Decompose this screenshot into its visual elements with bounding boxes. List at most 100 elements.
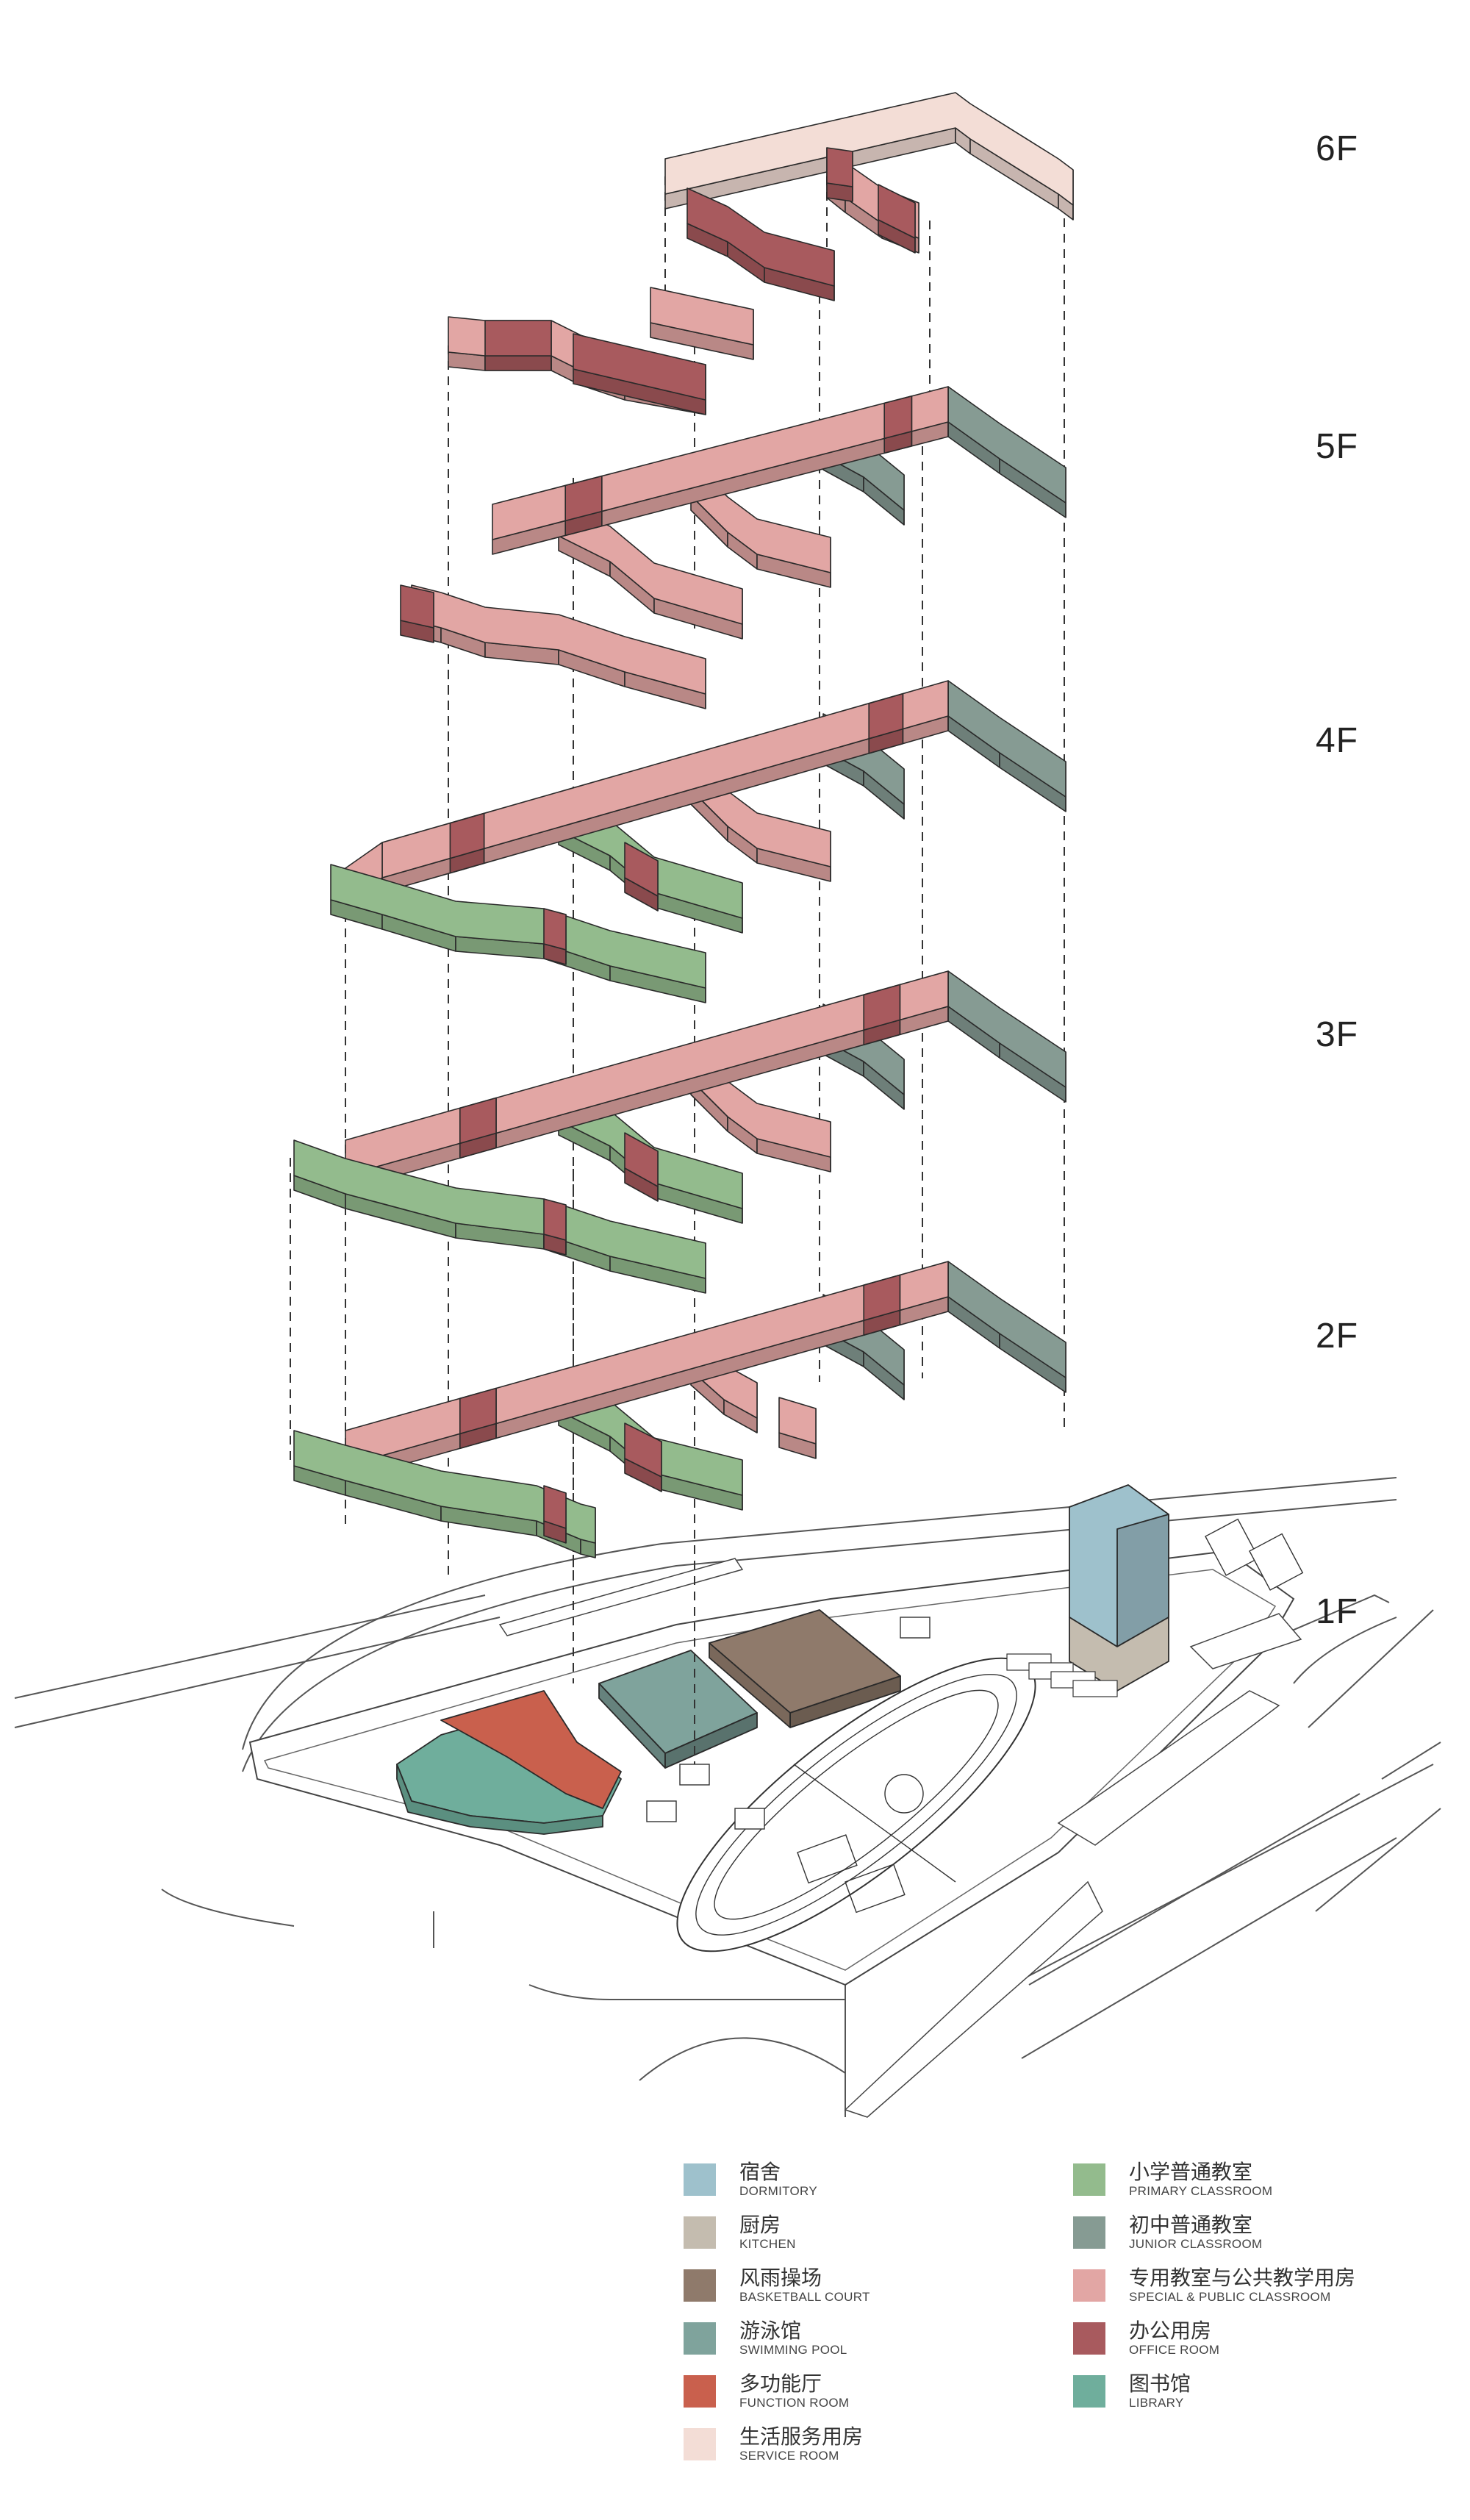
- road-line: [1271, 1594, 1390, 1640]
- primary-wing-lower: [293, 1139, 706, 1294]
- legend-item-dormitory: 宿舍 DORMITORY: [684, 2158, 1036, 2209]
- slab-top-face: [558, 500, 743, 625]
- slab-top-face: [883, 395, 913, 440]
- slab-top-face: [459, 1387, 497, 1435]
- slab-top-face: [690, 1044, 831, 1158]
- legend-label-zh: 多功能厅: [739, 2372, 822, 2396]
- slab-top-face: [484, 320, 552, 357]
- road-line: [1315, 1808, 1441, 1912]
- office-block: [543, 1485, 567, 1544]
- legend-swatch: [684, 2216, 716, 2249]
- road-line: [1293, 1617, 1397, 1684]
- road-line: [161, 1889, 295, 1927]
- slab-top-face: [543, 1198, 567, 1241]
- legend-swatch: [1073, 2375, 1105, 2408]
- legend-item-function-room: 多功能厅 FUNCTION ROOM: [684, 2369, 1036, 2421]
- slab-top-face: [543, 1485, 567, 1529]
- floor-label-1f: 1F: [1316, 1592, 1359, 1631]
- center-circle: [884, 1774, 924, 1814]
- legend-swatch: [684, 2163, 716, 2196]
- floor-4f: [330, 680, 1066, 1003]
- legend-item-special-public-classroom: 专用教室与公共教学用房 SPECIAL & PUBLIC CLASSROOM: [1073, 2263, 1426, 2315]
- road-line: [1308, 1609, 1434, 1728]
- slab-top-face: [868, 692, 904, 740]
- office-block: [573, 333, 706, 415]
- legend-item-office-room: 办公用房 OFFICE ROOM: [1073, 2316, 1426, 2368]
- special-wing-lower: [411, 584, 706, 709]
- junior-wing-right: [947, 1261, 1066, 1393]
- office-segment: [564, 475, 603, 537]
- junior-wing-right: [947, 970, 1066, 1103]
- office-block: [624, 842, 659, 912]
- legend-label-zh: 宿舍: [739, 2160, 781, 2184]
- floor-6f: [448, 92, 1074, 415]
- legend-label-zh: 风雨操场: [739, 2266, 822, 2290]
- legend-swatch: [1073, 2269, 1105, 2302]
- site-roads: [14, 1477, 1441, 2117]
- office-block: [624, 1132, 659, 1202]
- outdoor-court: [1205, 1518, 1260, 1576]
- slab-top-face: [664, 92, 1074, 206]
- slab-top-face: [573, 333, 706, 401]
- landscape-strip: [844, 1880, 1103, 2118]
- road-line: [528, 1984, 845, 2000]
- basketball-court-outline: [797, 1834, 858, 1884]
- function-room-building: [440, 1690, 622, 1809]
- office-block: [543, 1198, 567, 1256]
- office-segment: [449, 812, 485, 874]
- road-line: [639, 2037, 846, 2081]
- slab-top-face: [863, 984, 901, 1031]
- field-line: [793, 1764, 956, 1883]
- legend-item-service-room: 生活服务用房 SERVICE ROOM: [684, 2422, 1036, 2474]
- slab-top-face: [624, 1132, 659, 1187]
- floor-2f: [293, 1261, 1066, 1558]
- legend-swatch: [684, 2375, 716, 2408]
- legend-label-zh: 小学普通教室: [1129, 2160, 1253, 2184]
- legend-swatch: [1073, 2216, 1105, 2249]
- legend-label-en: FUNCTION ROOM: [739, 2396, 850, 2410]
- office-segment: [863, 1274, 901, 1336]
- junior-wing-right: [947, 386, 1066, 518]
- slab-top-face: [449, 812, 485, 859]
- legend-label-zh: 厨房: [739, 2213, 781, 2237]
- legend-item-kitchen: 厨房 KITCHEN: [684, 2211, 1036, 2262]
- small-pavilion: [646, 1800, 677, 1822]
- slab-top-face: [778, 1397, 817, 1445]
- office-block: [878, 184, 916, 254]
- slab-top-face: [411, 584, 706, 695]
- legend-label-en: PRIMARY CLASSROOM: [1129, 2184, 1273, 2198]
- slab-top-face: [690, 754, 831, 867]
- slab-top-face: [293, 1430, 596, 1544]
- main-spine: [492, 386, 949, 555]
- landscape-strip: [1189, 1613, 1302, 1669]
- service-ring: [664, 92, 1074, 221]
- floor-label-4f: 4F: [1316, 721, 1359, 760]
- slab-top-face: [690, 459, 831, 573]
- office-wing: [686, 187, 835, 301]
- road-line: [955, 1764, 1434, 2015]
- special-block: [778, 1397, 817, 1459]
- legend-label-en: OFFICE ROOM: [1129, 2343, 1220, 2357]
- legend-item-library: 图书馆 LIBRARY: [1073, 2369, 1426, 2421]
- junior-wing-right: [947, 680, 1066, 812]
- floor-stack: [293, 92, 1074, 1558]
- legend-label-en: SERVICE ROOM: [739, 2449, 839, 2463]
- legend-swatch: [684, 2428, 716, 2460]
- outdoor-court: [1249, 1533, 1304, 1591]
- floor-label-2f: 2F: [1316, 1317, 1359, 1356]
- legend-label-en: DORMITORY: [739, 2184, 817, 2198]
- slab-top-face: [624, 1422, 662, 1478]
- slab-top-face: [492, 386, 949, 540]
- floor-label-3f: 3F: [1316, 1015, 1359, 1054]
- road-line: [1381, 1742, 1441, 1780]
- office-segment: [883, 395, 913, 454]
- slab-top-face: [400, 584, 434, 629]
- office-block: [484, 320, 552, 371]
- legend-item-basketball-court: 风雨操场 BASKETBALL COURT: [684, 2263, 1036, 2315]
- legend-label-en: SPECIAL & PUBLIC CLASSROOM: [1129, 2290, 1331, 2304]
- slab-side-face: [484, 355, 552, 371]
- primary-wing-lower: [330, 864, 706, 1003]
- legend-label-en: LIBRARY: [1129, 2396, 1184, 2410]
- landscape-strip: [1057, 1690, 1280, 1846]
